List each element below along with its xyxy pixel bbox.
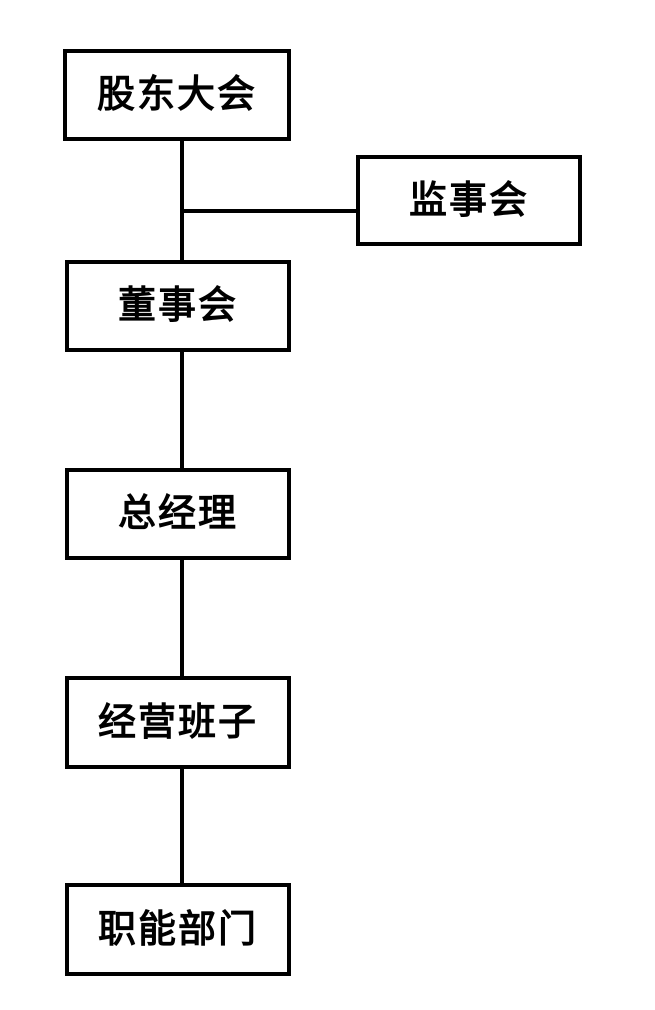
node-management-team: 经营班子 <box>65 676 291 769</box>
connector-management-team-to-functional-departments <box>180 769 184 883</box>
node-management-team-label: 经营班子 <box>97 701 258 744</box>
connector-branch-to-supervisory-board <box>182 209 356 213</box>
node-board-of-directors: 董事会 <box>65 260 291 352</box>
connector-shareholders-to-board <box>180 141 184 260</box>
node-supervisory-board-label: 监事会 <box>408 179 529 222</box>
node-shareholders-meeting: 股东大会 <box>63 49 291 141</box>
node-general-manager: 总经理 <box>65 468 291 560</box>
node-supervisory-board: 监事会 <box>356 155 582 246</box>
connector-general-manager-to-management-team <box>180 560 184 676</box>
connector-board-to-general-manager <box>180 352 184 468</box>
node-functional-departments: 职能部门 <box>65 883 291 976</box>
node-shareholders-meeting-label: 股东大会 <box>96 74 257 116</box>
node-board-of-directors-label: 董事会 <box>117 285 238 327</box>
node-general-manager-label: 总经理 <box>117 493 238 535</box>
node-functional-departments-label: 职能部门 <box>97 908 258 951</box>
